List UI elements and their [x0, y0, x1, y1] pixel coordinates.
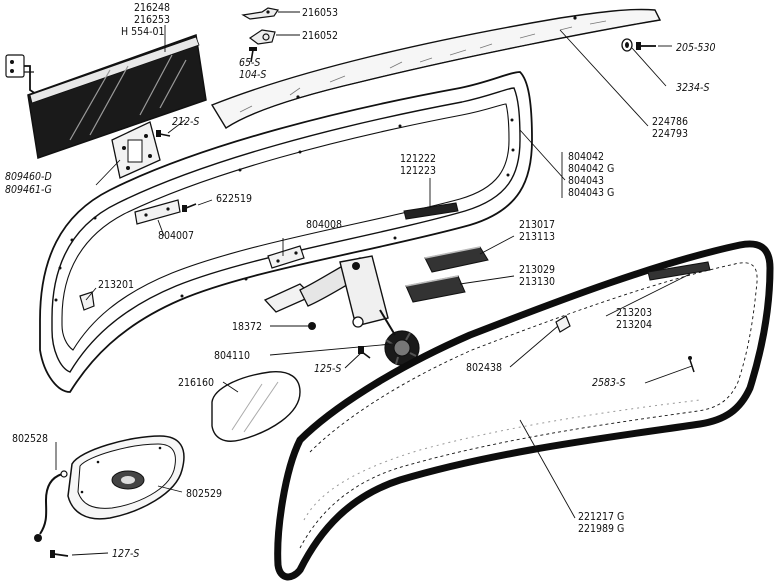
label-127s: 127-S: [112, 548, 139, 560]
hinge-plate-809460: [111, 121, 161, 179]
label-213029: 213029: [519, 264, 555, 276]
label-809461g: 809461-G: [5, 184, 52, 196]
label-809460d: 809460-D: [5, 171, 52, 183]
screw-125s: [358, 346, 371, 359]
bracket-804007: [134, 199, 181, 225]
glass-strip-213203: [647, 261, 711, 281]
label-622519: 622519: [216, 193, 252, 205]
label-802528: 802528: [12, 433, 48, 445]
label-221217g: 221217 G: [578, 511, 624, 523]
label-802529: 802529: [186, 488, 222, 500]
label-804043: 804043: [568, 175, 604, 187]
label-804110: 804110: [214, 350, 250, 362]
windshield-glass-seal: [274, 240, 774, 581]
regulator-mechanism: [263, 255, 420, 366]
seal-strip-121222: [403, 202, 459, 220]
mirror-802529: [67, 435, 185, 520]
roof-header-panel: [210, 8, 662, 129]
screw-622519: [182, 203, 197, 212]
label-224786: 224786: [652, 116, 688, 128]
label-104s: 104-S: [239, 69, 266, 81]
label-216253: 216253: [134, 14, 170, 26]
label-18372: 18372: [232, 321, 262, 333]
label-212s: 212-S: [172, 116, 199, 128]
mirror-arm-802528: [34, 470, 68, 542]
visor-hinge-bracket: [5, 54, 37, 95]
label-804008: 804008: [306, 219, 342, 231]
label-205-530: 205-530: [676, 42, 715, 54]
clip-802438: [555, 315, 571, 333]
label-804042g: 804042 G: [568, 163, 614, 175]
label-224793: 224793: [652, 128, 688, 140]
windshield-frame: [39, 71, 533, 393]
regulator-crank-knob: [384, 330, 420, 366]
weatherstrip-213017: [424, 246, 489, 273]
label-213204: 213204: [616, 319, 652, 331]
label-h554-01: H 554-01: [121, 26, 165, 38]
label-3234s: 3234-S: [676, 82, 709, 94]
clip-216053: [241, 7, 279, 20]
screw-212s: [156, 130, 171, 137]
label-804007: 804007: [158, 230, 194, 242]
clip-213201: [79, 291, 95, 311]
sun-visor: [5, 33, 207, 160]
label-804042: 804042: [568, 151, 604, 163]
label-213130: 213130: [519, 276, 555, 288]
label-802438: 802438: [466, 362, 502, 374]
weatherstrip-213029: [405, 275, 466, 303]
label-216248: 216248: [134, 2, 170, 14]
bracket-216052: [248, 29, 276, 45]
label-213113: 213113: [519, 231, 555, 243]
screw-65s: [249, 47, 257, 63]
leader-lines: [55, 11, 693, 556]
screw-205-530: [636, 42, 656, 50]
label-804043g: 804043 G: [568, 187, 614, 199]
label-65s: 65-S: [239, 57, 260, 69]
label-121222: 121222: [400, 153, 436, 165]
label-121223: 121223: [400, 165, 436, 177]
screw-127s: [50, 550, 69, 558]
visor-glass: [27, 33, 207, 160]
label-216052: 216052: [302, 30, 338, 42]
label-213201: 213201: [98, 279, 134, 291]
bracket-804008: [267, 245, 305, 269]
label-216160: 216160: [178, 377, 214, 389]
label-2583s: 2583-S: [592, 377, 625, 389]
label-216053: 216053: [302, 7, 338, 19]
part-labels: 216248 216253 H 554-01 216053 216052 65-…: [5, 2, 715, 560]
label-125s: 125-S: [314, 363, 341, 375]
vent-glass-216160: [211, 371, 301, 442]
label-213017: 213017: [519, 219, 555, 231]
grommet-3234s: [621, 38, 633, 52]
label-213203: 213203: [616, 307, 652, 319]
label-221989g: 221989 G: [578, 523, 624, 535]
